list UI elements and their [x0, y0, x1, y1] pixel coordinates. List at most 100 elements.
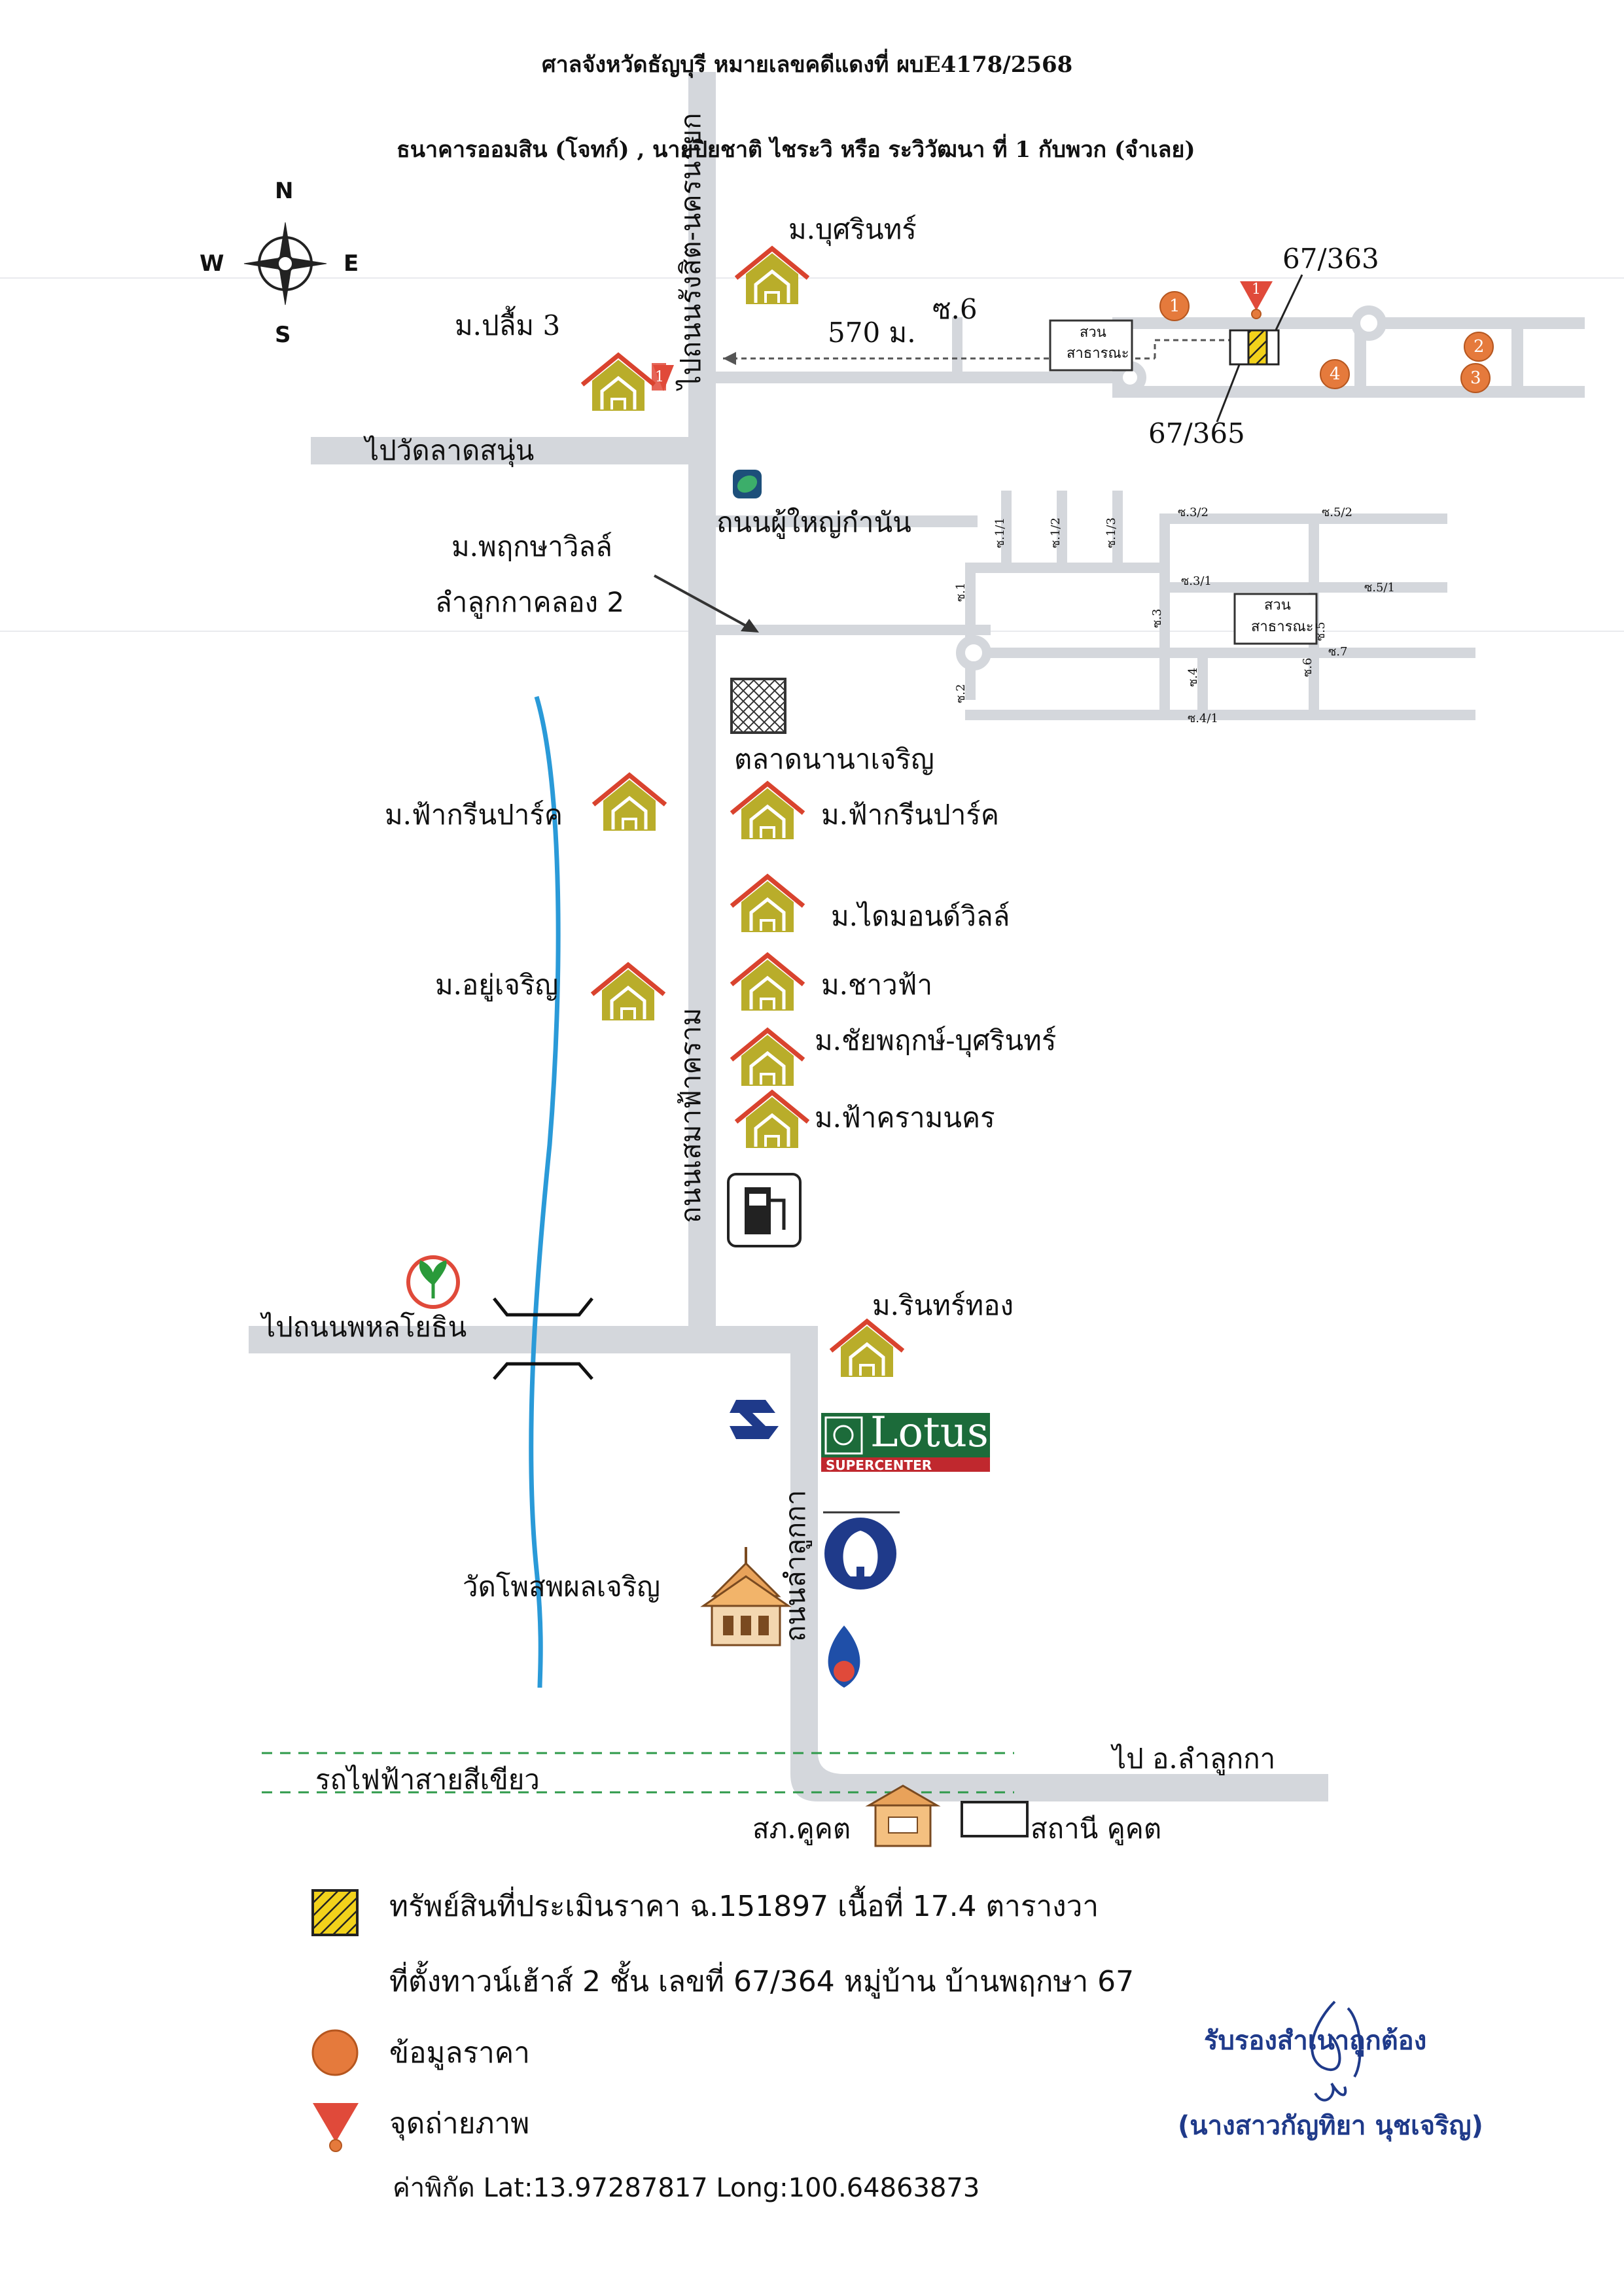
estate-grid: [1001, 491, 1012, 566]
soi-label: ซ.5/1: [1364, 581, 1395, 595]
townhouse-neighbor: [1229, 329, 1250, 366]
townhouse-neighbor: [1265, 329, 1280, 366]
signature: [1311, 2000, 1362, 2102]
house-icon: [736, 249, 808, 304]
park-top-label1: สวน: [1080, 324, 1106, 341]
compass-w: W: [200, 251, 224, 277]
road-label-to-lam-luk-ka: ไป อ.ลำลูกกา: [1112, 1743, 1276, 1775]
price-marker-label-3: 3: [1470, 368, 1481, 388]
rail-label-green-line: รถไฟฟ้าสายสีเขียว: [315, 1764, 540, 1796]
road-estate-east: [1511, 317, 1523, 398]
certification-line2: (นางสาวกัญทิยา นุชเจริญ): [1178, 2111, 1483, 2141]
lotus-logo-subtext: SUPERCENTER: [826, 1457, 932, 1473]
house-number-b: 67/365: [1148, 417, 1245, 449]
photo-point-icon: [1240, 281, 1273, 311]
temple-label: วัดโพสพผลเจริญ: [463, 1571, 661, 1603]
house-icon: [582, 355, 654, 411]
road-estate-north: [1112, 317, 1585, 329]
road-pruksa-ville: [716, 625, 991, 635]
price-marker-label-1: 1: [1169, 296, 1180, 316]
price-marker-label-4: 4: [1330, 364, 1341, 384]
police-label: สภ.คูคต: [752, 1813, 851, 1845]
kbank-icon: [406, 1255, 460, 1309]
compass-icon: [243, 222, 327, 305]
estate-grid: [1159, 582, 1447, 593]
house-icon: [592, 965, 664, 1020]
market-label: ตลาดนานาเจริญ: [734, 743, 934, 775]
house-number-a: 67/363: [1282, 243, 1379, 275]
soi-label: ซ.7: [1328, 645, 1348, 659]
photo-point-label: 1: [655, 369, 664, 385]
village-rin-thong: ม.รินทร์ทอง: [872, 1289, 1014, 1321]
road-label-phahonyothin: ไปถนนพหลโยธิน: [262, 1311, 467, 1343]
house-icon: [732, 1030, 803, 1086]
bridge-icon: [493, 1297, 593, 1380]
soi-label: ซ.3: [1150, 608, 1164, 628]
legend-asset-icon: [311, 1889, 359, 1936]
temple-icon: [700, 1547, 792, 1646]
legend-asset-line2: ที่ตั้งทาวน์เฮ้าส์ 2 ชั้น เลขที่ 67/364 …: [389, 1965, 1135, 1998]
road-soi6-branch: [952, 317, 962, 373]
village-fah-green-park-right: ม.ฟ้ากรีนปาร์ค: [821, 799, 999, 831]
park-box-top: [1049, 319, 1133, 372]
soi-label: ซ.1/1: [993, 517, 1007, 548]
market-icon: [730, 678, 786, 734]
estate-grid: [1112, 491, 1123, 566]
estate-grid: [965, 648, 1475, 658]
park-top-label2: สาธารณะ: [1067, 345, 1129, 362]
price-marker-label-2: 2: [1474, 337, 1485, 357]
park-box-mid: [1233, 593, 1318, 645]
price-marker-3: [1460, 363, 1491, 393]
subject-townhouse: [1247, 329, 1268, 366]
bank-icon: [730, 1400, 779, 1439]
soi-label: ซ.1/2: [1049, 517, 1063, 548]
village-chaiyapruk: ม.ชัยพฤกษ์-บุศรินทร์: [815, 1024, 1057, 1056]
soi-label: ซ.2: [954, 684, 968, 703]
roundabout: [1351, 305, 1386, 341]
lotus-logo: [821, 1413, 990, 1472]
station-label: สถานี คูคต: [1031, 1813, 1162, 1845]
village-diamond-ville: ม.ไดมอนด์วิลล์: [831, 900, 1010, 932]
road-label-sema-fah-kram: ถนนเสมาฟ้าคราม: [675, 1007, 707, 1223]
soi-label: ซ.3/1: [1181, 574, 1212, 588]
village-lam-luk-ka-khlong2: ลำลูกกาคลอง 2: [435, 586, 625, 618]
house-icon: [736, 1092, 808, 1148]
police-station-icon: [865, 1784, 941, 1847]
estate-grid: [1197, 654, 1208, 720]
estate-grid: [1057, 491, 1067, 566]
distance-label: 570 ม.: [828, 317, 916, 349]
road-label-phu-yai-kamnan: ถนนผู้ใหญ่กำนัน: [716, 506, 911, 538]
legend-coords: ค่าพิกัด Lat:13.97287817 Long:100.648638…: [393, 2173, 980, 2203]
park-mid-label2: สาธารณะ: [1251, 619, 1314, 635]
soi-label: ซ.3/2: [1178, 506, 1209, 519]
bank-tree-icon: [823, 1511, 900, 1590]
village-chao-fah: ม.ชาวฟ้า: [821, 969, 933, 1001]
soi-label: ซ.4/1: [1188, 712, 1218, 725]
river: [529, 696, 561, 1688]
header-parties: ธนาคารออมสิน (โจทก์) , นายปิยชาติ ไชระวิ…: [397, 137, 1195, 163]
house-icon: [831, 1321, 903, 1377]
house-icon: [593, 775, 665, 831]
estate-grid: [1159, 513, 1447, 524]
compass-e: E: [344, 251, 359, 277]
price-marker-4: [1320, 359, 1350, 389]
legend-photo-icon: [313, 2103, 359, 2142]
road-sema-fah-kram: [688, 72, 716, 1334]
road-label-lam-luk-ka: ถนนลำลูกกา: [779, 1489, 811, 1642]
soi-label: ซ.4: [1186, 667, 1200, 687]
village-fah-green-park-left: ม.ฟ้ากรีนปาร์ค: [385, 799, 563, 831]
soi6-label: ซ.6: [932, 293, 978, 325]
road-soi6-west: [716, 372, 1135, 383]
legend-price-icon: [311, 2029, 359, 2076]
soi-label: ซ.5/2: [1322, 506, 1352, 519]
road-wat-lat-sanun: [311, 437, 716, 464]
legend-photo-label: จุดถ่ายภาพ: [389, 2107, 530, 2140]
estate-grid: [965, 713, 976, 720]
compass-s: S: [275, 322, 291, 348]
estate-grid: [1159, 513, 1170, 710]
header-case: ศาลจังหวัดธัญบุรี หมายเลขคดีแดงที่ ผบE41…: [542, 52, 1073, 78]
village-bu-sarin: ม.บุศรินทร์: [788, 213, 917, 245]
park-mid-label1: สวน: [1264, 597, 1291, 614]
soi-label: ซ.5: [1314, 621, 1328, 641]
